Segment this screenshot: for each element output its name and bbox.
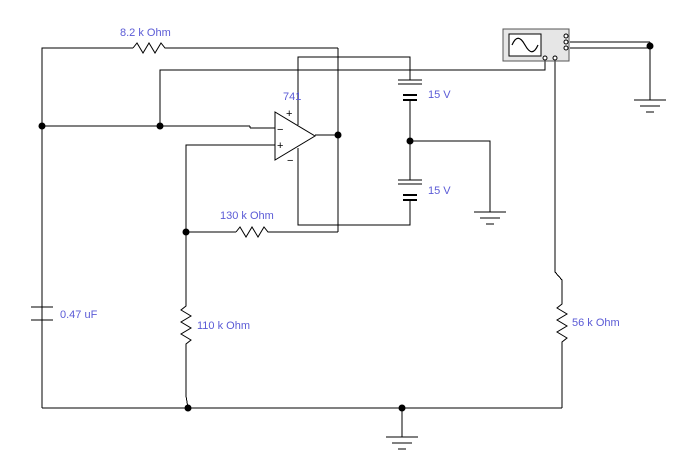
opamp-supply-plus: + — [286, 108, 292, 120]
resistor-8k2-label: 8.2 k Ohm — [120, 27, 171, 39]
opamp-741[interactable]: 741 + − − + — [274, 91, 316, 167]
resistor-56k-zigzag — [556, 298, 568, 346]
resistor-130k-label: 130 k Ohm — [220, 210, 274, 222]
ground-scope[interactable] — [634, 99, 666, 113]
junction-dot — [334, 131, 342, 139]
resistor-130k-zigzag — [235, 226, 270, 238]
wire-vminus — [297, 158, 411, 226]
opamp-noninverting-symbol: + — [277, 140, 283, 152]
wire-battery-ground — [410, 140, 491, 212]
resistor-8k2-zigzag — [132, 42, 167, 54]
wire-left-rail — [41, 47, 133, 408]
junction-dot — [38, 122, 46, 130]
wire-r56-top — [554, 60, 563, 298]
resistor-110k-label: 110 k Ohm — [197, 320, 250, 332]
scope-terminal[interactable] — [563, 39, 569, 45]
resistor-56k[interactable]: 56 k Ohm — [556, 298, 620, 346]
capacitor-047uf[interactable]: 0.47 uF — [31, 306, 98, 321]
resistor-56k-label: 56 k Ohm — [572, 317, 620, 329]
opamp-supply-minus: − — [287, 155, 293, 167]
wire-vplus — [297, 56, 411, 118]
junction-dot — [646, 42, 654, 50]
battery-bottom-15v[interactable]: 15 V — [398, 179, 451, 201]
resistor-110k[interactable]: 110 k Ohm — [180, 300, 250, 348]
junctions — [38, 42, 654, 412]
junction-dot — [184, 404, 192, 412]
battery-top-15v[interactable]: 15 V — [398, 79, 451, 101]
junction-dot — [398, 404, 406, 412]
resistor-8k2[interactable]: 8.2 k Ohm — [120, 27, 171, 54]
wire-scope-channel — [159, 60, 546, 126]
scope-terminal[interactable] — [563, 33, 569, 39]
junction-dot — [406, 137, 414, 145]
scope-terminal[interactable] — [542, 55, 548, 61]
opamp-inverting-symbol: − — [277, 124, 283, 136]
resistor-110k-zigzag — [180, 300, 192, 348]
capacitor-label: 0.47 uF — [60, 309, 98, 321]
opamp-triangle — [274, 111, 316, 161]
sine-wave-icon — [511, 37, 539, 53]
battery-top-label: 15 V — [428, 89, 451, 101]
scope-terminal[interactable] — [563, 45, 569, 51]
ground-bottom[interactable] — [386, 436, 418, 450]
battery-bottom-label: 15 V — [428, 185, 451, 197]
wire-noninverting — [185, 144, 275, 300]
junction-dot — [156, 122, 164, 130]
oscilloscope[interactable] — [502, 28, 570, 62]
scope-terminal[interactable] — [552, 55, 558, 61]
resistor-130k[interactable]: 130 k Ohm — [220, 210, 274, 238]
wire-r110-bottom — [185, 348, 189, 409]
ground-battery[interactable] — [474, 211, 506, 225]
opamp-label: 741 — [283, 91, 301, 103]
junction-dot — [182, 228, 190, 236]
wires — [41, 41, 651, 437]
